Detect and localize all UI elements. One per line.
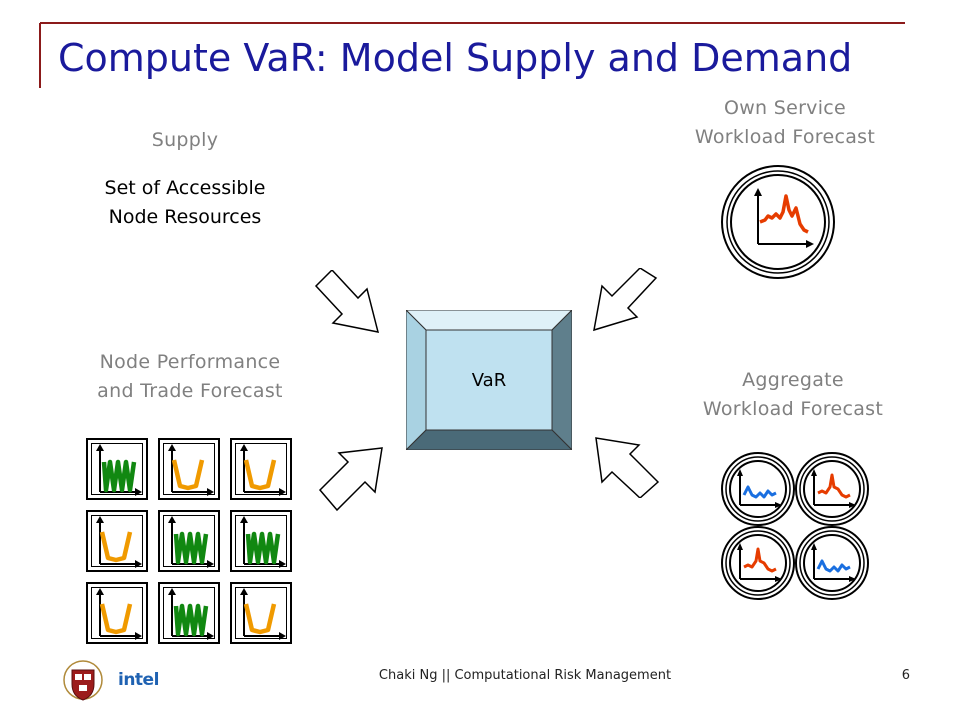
node-chart-tile-icon [158,510,220,572]
aggregate-line2: Workload Forecast [702,398,884,420]
supply-detail-line2: Node Resources [108,206,262,228]
supply-detail: Set of Accessible Node Resources [50,174,320,232]
dip-trend-line [816,559,851,573]
node-chart-tile-icon [230,510,292,572]
spike-trend-line [817,473,851,499]
node-performance-line1: Node Performance [99,351,281,373]
arrow-node-to-var [318,447,383,512]
aggregate-chart-circle-icon [721,526,795,600]
dip-trend-line [742,485,777,499]
node-chart-tile-icon [86,582,148,644]
node-chart-tile-icon [86,438,148,500]
own-service-line1: Own Service [723,97,847,119]
zigzag-trend-line [245,531,281,565]
aggregate-line1: Aggregate [742,369,844,391]
var-box [406,310,572,450]
valley-trend-line [99,531,133,563]
zigzag-trend-line [101,459,137,493]
aggregate-chart-circle-icon [795,526,869,600]
node-chart-tile-icon [158,438,220,500]
supply-label: Supply [151,129,219,151]
page-number: 6 [901,668,910,683]
node-chart-tile-icon [158,582,220,644]
zigzag-trend-line [173,603,209,637]
arrow-supply-to-var [314,270,380,333]
harvard-shield-logo [63,660,103,701]
zigzag-trend-line [173,531,209,565]
arrow-own-service-to-var [593,268,658,332]
title-accent-rule [39,22,905,88]
var-label: VaR [471,370,507,391]
footer-citation: Chaki Ng || Computational Risk Managemen… [378,668,672,683]
node-performance-grid [86,438,292,644]
valley-trend-line [171,459,205,491]
node-chart-tile-icon [86,510,148,572]
valley-trend-line [99,603,133,635]
aggregate-chart-circle-icon [721,452,795,526]
own-service-line2: Workload Forecast [694,126,876,148]
node-chart-tile-icon [230,582,292,644]
intel-logo: intel [118,670,159,690]
supply-detail-line1: Set of Accessible [104,177,266,199]
aggregate-chart-circle-icon [795,452,869,526]
valley-trend-line [243,603,277,635]
spike-trend-line [743,547,777,573]
own-service-label: Own Service Workload Forecast [660,94,910,152]
node-chart-tile-icon [230,438,292,500]
arrow-aggregate-to-var [595,437,660,498]
node-performance-label: Node Performance and Trade Forecast [50,348,330,406]
slide-title: Compute VaR: Model Supply and Demand [58,36,853,80]
valley-trend-line [243,459,277,491]
own-service-chart-icon [721,165,835,279]
aggregate-label: Aggregate Workload Forecast [668,366,918,424]
node-performance-line2: and Trade Forecast [97,380,283,402]
aggregate-chart-group [721,452,869,600]
